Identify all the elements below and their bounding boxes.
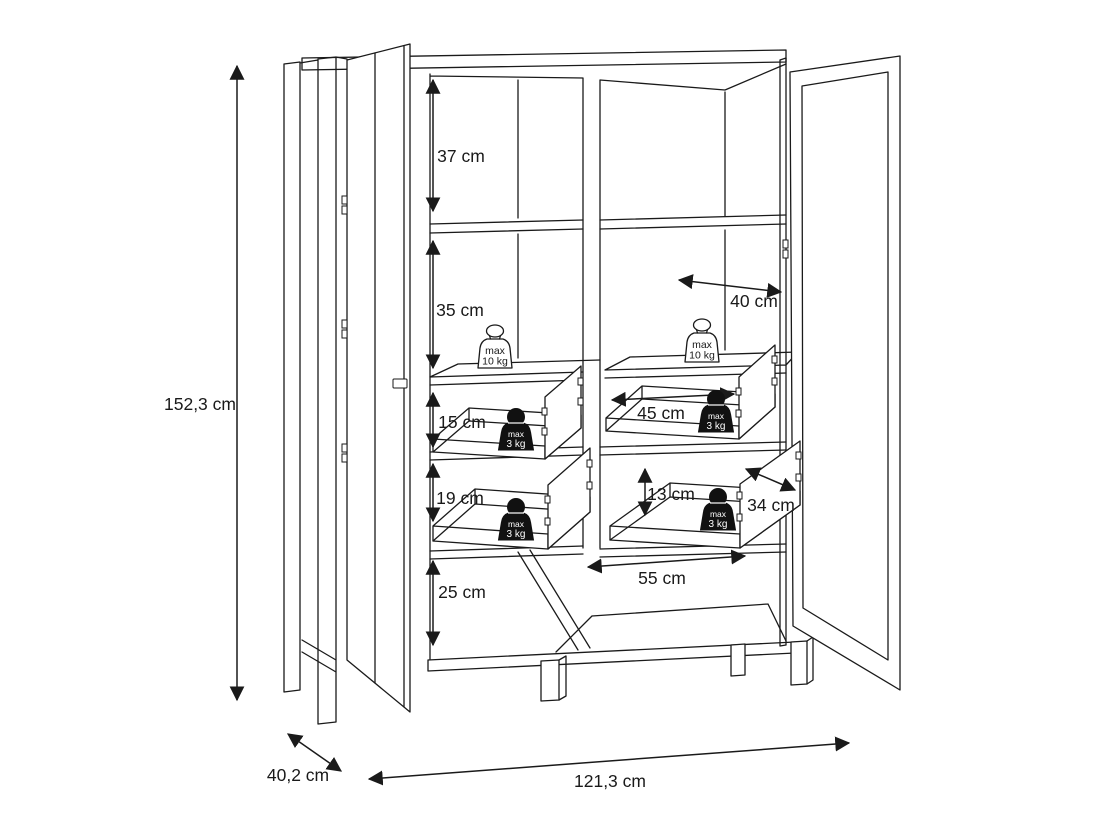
- drawer-front-panel: [544, 365, 582, 460]
- right-door-inner-frame: [801, 71, 889, 661]
- cabinet-legs: [540, 636, 814, 702]
- left-door-hinge: [341, 319, 348, 329]
- dim-drawer-inner-height: 13 cm: [637, 467, 695, 517]
- right-door-panel: [789, 55, 901, 691]
- left-door-hinge: [341, 453, 348, 463]
- right-door-hinge: [782, 249, 789, 259]
- dim-bottom-compartment-label: 25 cm: [438, 582, 486, 602]
- dim-drawer-depth-label: 34 cm: [747, 495, 795, 515]
- drawer-front-panel: [547, 447, 591, 550]
- right-door-open: [782, 55, 901, 691]
- dim-drawer-depth: 34 cm: [744, 467, 797, 515]
- leg-right-back: [730, 643, 746, 677]
- weight-label-10kg: 10 kg: [689, 350, 715, 362]
- weight-label-3kg: 3 kg: [507, 529, 526, 540]
- left-door-hinge: [341, 443, 348, 453]
- weight-label-10kg: 10 kg: [482, 356, 508, 368]
- weight-max-3kg: max 3 kg: [497, 408, 535, 451]
- weight-max-10kg: max 10 kg: [684, 318, 720, 363]
- shelf-top: [429, 214, 787, 234]
- bottom-panel: [427, 641, 796, 672]
- dim-shelf-depth: 40 cm: [677, 274, 783, 311]
- drawer-front-panel: [738, 344, 776, 440]
- left-door-panel: [346, 43, 411, 713]
- right-door-hinge: [782, 239, 789, 249]
- dim-middle-compartment: 35 cm: [425, 239, 484, 370]
- dim-middle-compartment-label: 35 cm: [436, 300, 484, 320]
- shelf-middle-left: [429, 359, 601, 386]
- weight-label-max: max: [508, 519, 525, 529]
- dim-upper-drawer-section: 15 cm: [425, 391, 486, 449]
- door-handle: [392, 378, 408, 389]
- dim-overall-depth-label: 40,2 cm: [267, 765, 329, 785]
- leg-middle: [540, 659, 560, 702]
- weight-max-10kg: max 10 kg: [477, 324, 513, 369]
- dim-overall-width: 121,3 cm: [367, 736, 851, 791]
- weight-label-3kg: 3 kg: [707, 421, 726, 432]
- leg-right-front: [790, 640, 808, 686]
- dim-top-compartment-label: 37 cm: [437, 146, 485, 166]
- left-door-open: [341, 43, 411, 713]
- dim-bottom-compartment-width: 55 cm: [586, 549, 747, 588]
- shelf-middle-right: [604, 351, 799, 379]
- dim-overall-height: 152,3 cm: [164, 64, 245, 702]
- dim-overall-depth: 40,2 cm: [267, 733, 343, 785]
- dim-drawer-inner-height-label: 13 cm: [647, 484, 695, 504]
- dim-drawer-width-label: 45 cm: [637, 403, 685, 423]
- left-door-hinge: [341, 195, 348, 205]
- weight-label-max: max: [692, 339, 713, 351]
- weight-max-3kg: max 3 kg: [699, 488, 737, 531]
- dim-top-compartment: 37 cm: [425, 78, 485, 213]
- top-panel: [301, 49, 787, 71]
- weight-max-3kg: max 3 kg: [697, 390, 735, 433]
- weight-max-3kg: max 3 kg: [497, 498, 535, 541]
- dim-overall-height-label: 152,3 cm: [164, 394, 236, 414]
- dim-lower-drawer-section-label: 19 cm: [436, 488, 484, 508]
- weight-label-max: max: [485, 345, 506, 357]
- dim-bottom-compartment: 25 cm: [425, 559, 486, 647]
- dim-shelf-depth-label: 40 cm: [730, 291, 778, 311]
- floor-perspective-lines: [517, 549, 787, 653]
- dim-upper-drawer-section-label: 15 cm: [438, 412, 486, 432]
- weight-label-max: max: [508, 429, 525, 439]
- weight-label-3kg: 3 kg: [709, 519, 728, 530]
- left-door-hinge: [341, 205, 348, 215]
- dim-overall-width-label: 121,3 cm: [574, 771, 646, 791]
- frame-left-posts: [283, 56, 348, 725]
- weight-label-3kg: 3 kg: [507, 439, 526, 450]
- dim-bottom-compartment-width-label: 55 cm: [638, 568, 686, 588]
- weight-label-max: max: [710, 509, 727, 519]
- weight-label-max: max: [708, 411, 725, 421]
- dim-lower-drawer-section: 19 cm: [425, 462, 484, 523]
- left-door-hinge: [341, 329, 348, 339]
